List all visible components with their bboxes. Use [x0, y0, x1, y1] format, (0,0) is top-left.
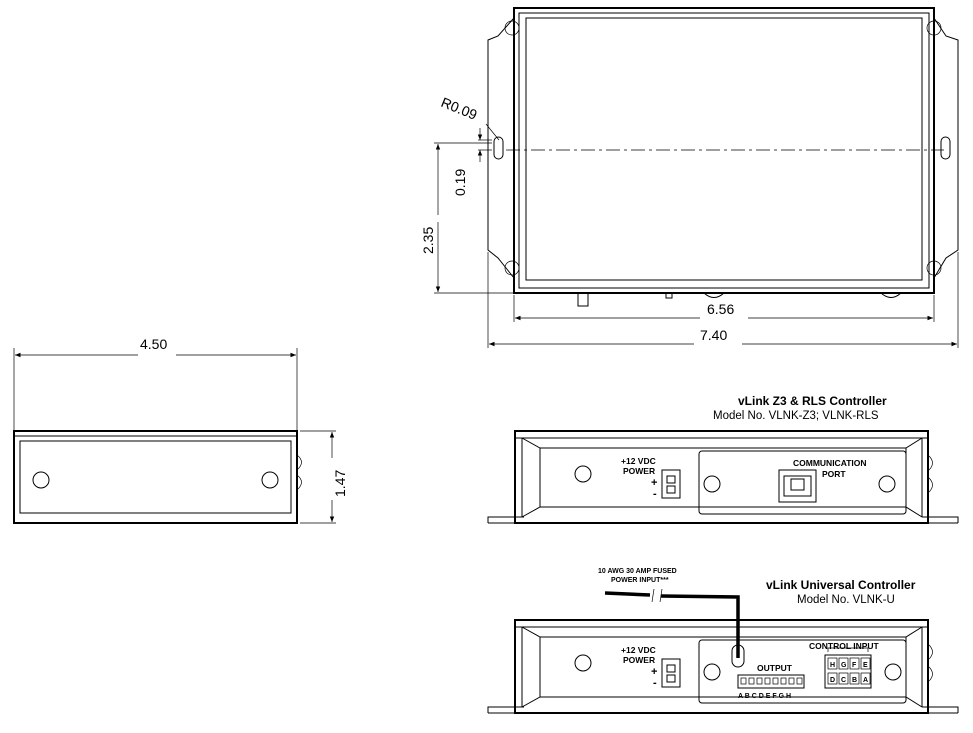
right-slot [941, 137, 950, 159]
mount-hole [262, 472, 278, 488]
power-connector [662, 470, 680, 498]
front-face [540, 448, 906, 507]
universal-title: vLink Universal Controller [766, 578, 916, 592]
side-dim-depth: 4.50 [140, 336, 167, 352]
control-pin-letter: C [841, 677, 846, 684]
control-pin-letter: D [830, 677, 835, 684]
bevel [522, 697, 922, 707]
z3-port-label-1: COMMUNICATION [793, 458, 867, 468]
output-pin [781, 678, 786, 684]
top-view: R0.09 0.19 2.35 6.56 7.40 [420, 8, 958, 348]
side-view: 4.50 1.47 [14, 336, 348, 523]
mount-hole [575, 655, 591, 671]
side-dim-height: 1.47 [332, 470, 348, 497]
rj-port-icon [791, 479, 804, 490]
universal-power-label-1: +12 VDC [621, 645, 656, 655]
universal-front-view: 10 AWG 30 AMP FUSED POWER INPUT*** vLink… [488, 568, 958, 713]
power-connector [662, 659, 680, 687]
mount-hole [879, 476, 895, 492]
output-pin-letters: A B C D E F G H [738, 693, 791, 700]
universal-power-label-2: POWER [623, 655, 655, 665]
right-flange [934, 18, 958, 278]
side-enclosure-inner [20, 441, 291, 513]
z3-title: vLink Z3 & RLS Controller [738, 394, 887, 408]
cable-break [652, 589, 654, 602]
power-pin [667, 476, 675, 483]
rj-port-icon [779, 470, 816, 502]
side-enclosure-outer [14, 431, 297, 523]
bevel [522, 438, 922, 448]
output-pin [741, 678, 746, 684]
mount-hole [704, 476, 720, 492]
connector-stub [578, 293, 588, 306]
power-pin [667, 675, 675, 682]
z3-model: Model No. VLNK-Z3; VLNK-RLS [713, 410, 879, 422]
mount-hole [704, 664, 720, 680]
left-slot [494, 137, 503, 159]
universal-model: Model No. VLNK-U [797, 594, 895, 606]
output-pins [741, 678, 802, 684]
z3-front-view: vLink Z3 & RLS Controller Model No. VLNK… [488, 394, 958, 523]
output-pin [797, 678, 802, 684]
corner-bump [505, 261, 519, 275]
control-pin-letter: H [830, 662, 835, 669]
dim-total-width: 7.40 [700, 327, 727, 343]
mount-hole [885, 664, 901, 680]
output-pin [757, 678, 762, 684]
enclosure-inner [519, 13, 929, 288]
universal-minus: - [653, 677, 657, 689]
dim-body-width: 6.56 [707, 301, 734, 317]
radius-label: R0.09 [439, 94, 480, 123]
power-pin [667, 665, 675, 672]
output-pin [765, 678, 770, 684]
bevel [522, 507, 922, 517]
fused-label-2: POWER INPUT*** [611, 577, 669, 584]
output-pin [789, 678, 794, 684]
control-top-row: H G F E [828, 658, 870, 669]
control-bottom-row: D C B A [828, 673, 870, 684]
z3-power-label-1: +12 VDC [621, 456, 656, 466]
dim-slot-offset: 0.19 [452, 169, 468, 196]
mount-hole [33, 472, 49, 488]
mount-hole [575, 466, 591, 482]
z3-enclosure-outer [515, 431, 928, 523]
dim-height: 2.35 [420, 227, 436, 254]
enclosure-lid [526, 18, 922, 280]
control-pin-letter: F [852, 662, 857, 669]
control-pin-letter: A [863, 677, 868, 684]
z3-power-label-2: POWER [623, 466, 655, 476]
control-pin-letter: E [863, 662, 868, 669]
corner-bump [505, 21, 519, 35]
z3-minus: - [653, 488, 657, 500]
left-flange [488, 18, 514, 278]
control-pin-letter: B [852, 677, 857, 684]
output-pin [773, 678, 778, 684]
output-pin [749, 678, 754, 684]
control-pin-letter: G [841, 662, 847, 669]
output-label: OUTPUT [757, 663, 793, 673]
z3-port-label-2: PORT [822, 469, 846, 479]
bevel [522, 627, 922, 637]
control-input-label: CONTROL INPUT [809, 641, 880, 651]
fused-label-1: 10 AWG 30 AMP FUSED [598, 568, 677, 575]
enclosure-outer [514, 8, 934, 293]
power-pin [667, 486, 675, 493]
